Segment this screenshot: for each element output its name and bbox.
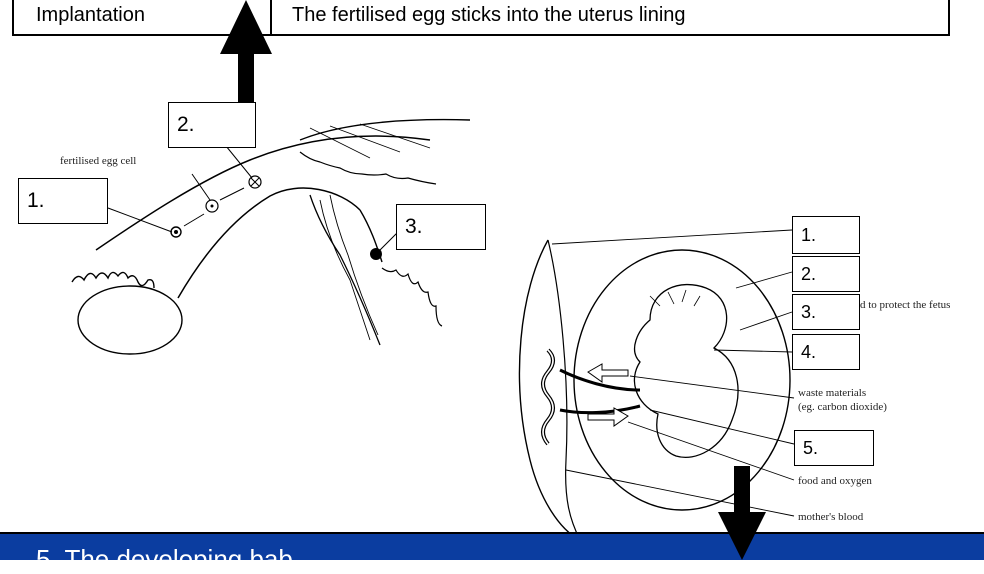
caption-fertilised-egg: fertilised egg cell bbox=[60, 155, 136, 167]
down-arrow-icon bbox=[716, 466, 768, 560]
diagram1-label-box-3[interactable]: 3. bbox=[396, 204, 486, 250]
diagram2-label-box-4[interactable]: 4. bbox=[792, 334, 860, 370]
section-banner-title: 5. The developing bab bbox=[36, 546, 293, 572]
annotation-mothers-blood: mother's blood bbox=[798, 511, 864, 523]
annotation-protect-fetus: d to protect the fetus bbox=[860, 299, 950, 311]
diagram2-label-box-5[interactable]: 5. bbox=[794, 430, 874, 466]
annotation-waste-line1: waste materials bbox=[798, 387, 866, 399]
diagram2-label-box-1[interactable]: 1. bbox=[792, 216, 860, 254]
diagram2-label-box-2[interactable]: 2. bbox=[792, 256, 860, 292]
diagram1-label-box-2[interactable]: 2. bbox=[168, 102, 256, 148]
diagram1-label-box-1[interactable]: 1. bbox=[18, 178, 108, 224]
annotation-food-oxygen: food and oxygen bbox=[798, 475, 872, 487]
diagram2-label-box-3[interactable]: 3. bbox=[792, 294, 860, 330]
annotation-waste-line2: (eg. carbon dioxide) bbox=[798, 401, 887, 413]
